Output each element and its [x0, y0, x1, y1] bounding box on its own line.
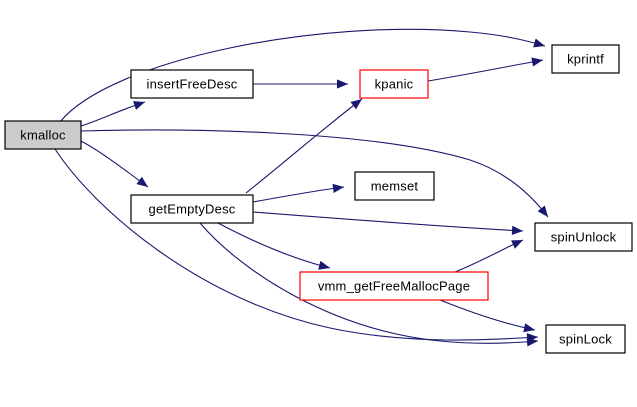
edge-line	[439, 299, 536, 331]
edge-line	[252, 186, 345, 203]
edge-line	[427, 59, 544, 82]
edge-line	[59, 28, 546, 123]
node-box[interactable]	[299, 271, 489, 301]
node-kmalloc[interactable]: kmalloc	[4, 120, 82, 150]
node-box[interactable]	[551, 44, 620, 74]
edge-getEmptyDesc-to-vmm_getFreeMallocPage	[217, 222, 331, 270]
edge-kmalloc-to-spinUnlock	[80, 129, 549, 218]
node-box[interactable]	[130, 69, 254, 99]
node-label: insertFreeDesc	[147, 76, 238, 91]
node-kprintf[interactable]: kprintf	[551, 44, 620, 74]
node-box[interactable]	[545, 324, 626, 354]
arrow-head-icon	[133, 101, 145, 110]
node-label: memset	[371, 178, 419, 193]
node-box[interactable]	[359, 69, 429, 99]
arrow-head-icon	[136, 176, 148, 187]
edge-kmalloc-to-getEmptyDesc	[80, 140, 149, 188]
node-layer: kmalloc insertFreeDesc kpanic kprintf getEmp…	[4, 44, 633, 354]
arrow-head-icon	[350, 99, 362, 110]
arrow-head-icon	[511, 225, 523, 235]
edge-line	[199, 222, 539, 344]
node-kpanic[interactable]: kpanic	[359, 69, 429, 99]
node-label: spinUnlock	[551, 229, 617, 244]
edge-getEmptyDesc-to-spinLock	[199, 222, 539, 347]
edge-getEmptyDesc-to-spinUnlock	[252, 211, 524, 235]
node-box[interactable]	[4, 120, 82, 150]
node-getEmptyDesc[interactable]: getEmptyDesc	[130, 194, 254, 224]
edge-line	[245, 98, 363, 194]
node-spinLock[interactable]: spinLock	[545, 324, 626, 354]
arrow-head-icon	[531, 57, 543, 67]
edge-line	[80, 129, 549, 218]
edge-vmm_getFreeMallocPage-to-spinLock	[439, 299, 536, 333]
edge-line	[454, 239, 524, 273]
node-label: kpanic	[375, 76, 414, 91]
node-box[interactable]	[534, 222, 633, 252]
node-label: vmm_getFreeMallocPage	[318, 278, 470, 293]
node-label: kprintf	[567, 51, 604, 66]
arrow-head-icon	[332, 183, 344, 193]
edge-kmalloc-to-insertFreeDesc	[80, 101, 146, 127]
edge-getEmptyDesc-to-memset	[252, 183, 345, 203]
edge-kmalloc-to-spinLock	[54, 148, 539, 343]
edge-insertFreeDesc-to-kpanic	[253, 79, 348, 89]
arrow-head-icon	[318, 260, 330, 270]
edge-line	[252, 211, 524, 232]
edge-vmm_getFreeMallocPage-to-spinUnlock	[454, 239, 524, 273]
node-label: spinLock	[559, 331, 612, 346]
edge-line	[217, 222, 331, 269]
edge-kmalloc-to-kprintf	[59, 28, 546, 123]
node-label: getEmptyDesc	[149, 201, 236, 216]
node-vmm_getFreeMallocPage[interactable]: vmm_getFreeMallocPage	[299, 271, 489, 301]
node-box[interactable]	[354, 171, 435, 201]
node-spinUnlock[interactable]: spinUnlock	[534, 222, 633, 252]
edge-line	[80, 140, 149, 188]
arrow-head-icon	[526, 337, 538, 347]
node-label: kmalloc	[20, 127, 66, 142]
arrow-head-icon	[523, 323, 535, 333]
arrow-head-icon	[533, 38, 545, 48]
node-memset[interactable]: memset	[354, 171, 435, 201]
edge-kpanic-to-kprintf	[427, 57, 544, 82]
edge-line	[54, 148, 539, 341]
node-insertFreeDesc[interactable]: insertFreeDesc	[130, 69, 254, 99]
node-box[interactable]	[130, 194, 254, 224]
arrow-head-icon	[511, 240, 523, 249]
arrow-head-icon	[537, 205, 548, 217]
edge-layer	[54, 28, 549, 347]
edge-getEmptyDesc-to-kpanic	[245, 98, 363, 194]
arrow-head-icon	[337, 79, 348, 89]
